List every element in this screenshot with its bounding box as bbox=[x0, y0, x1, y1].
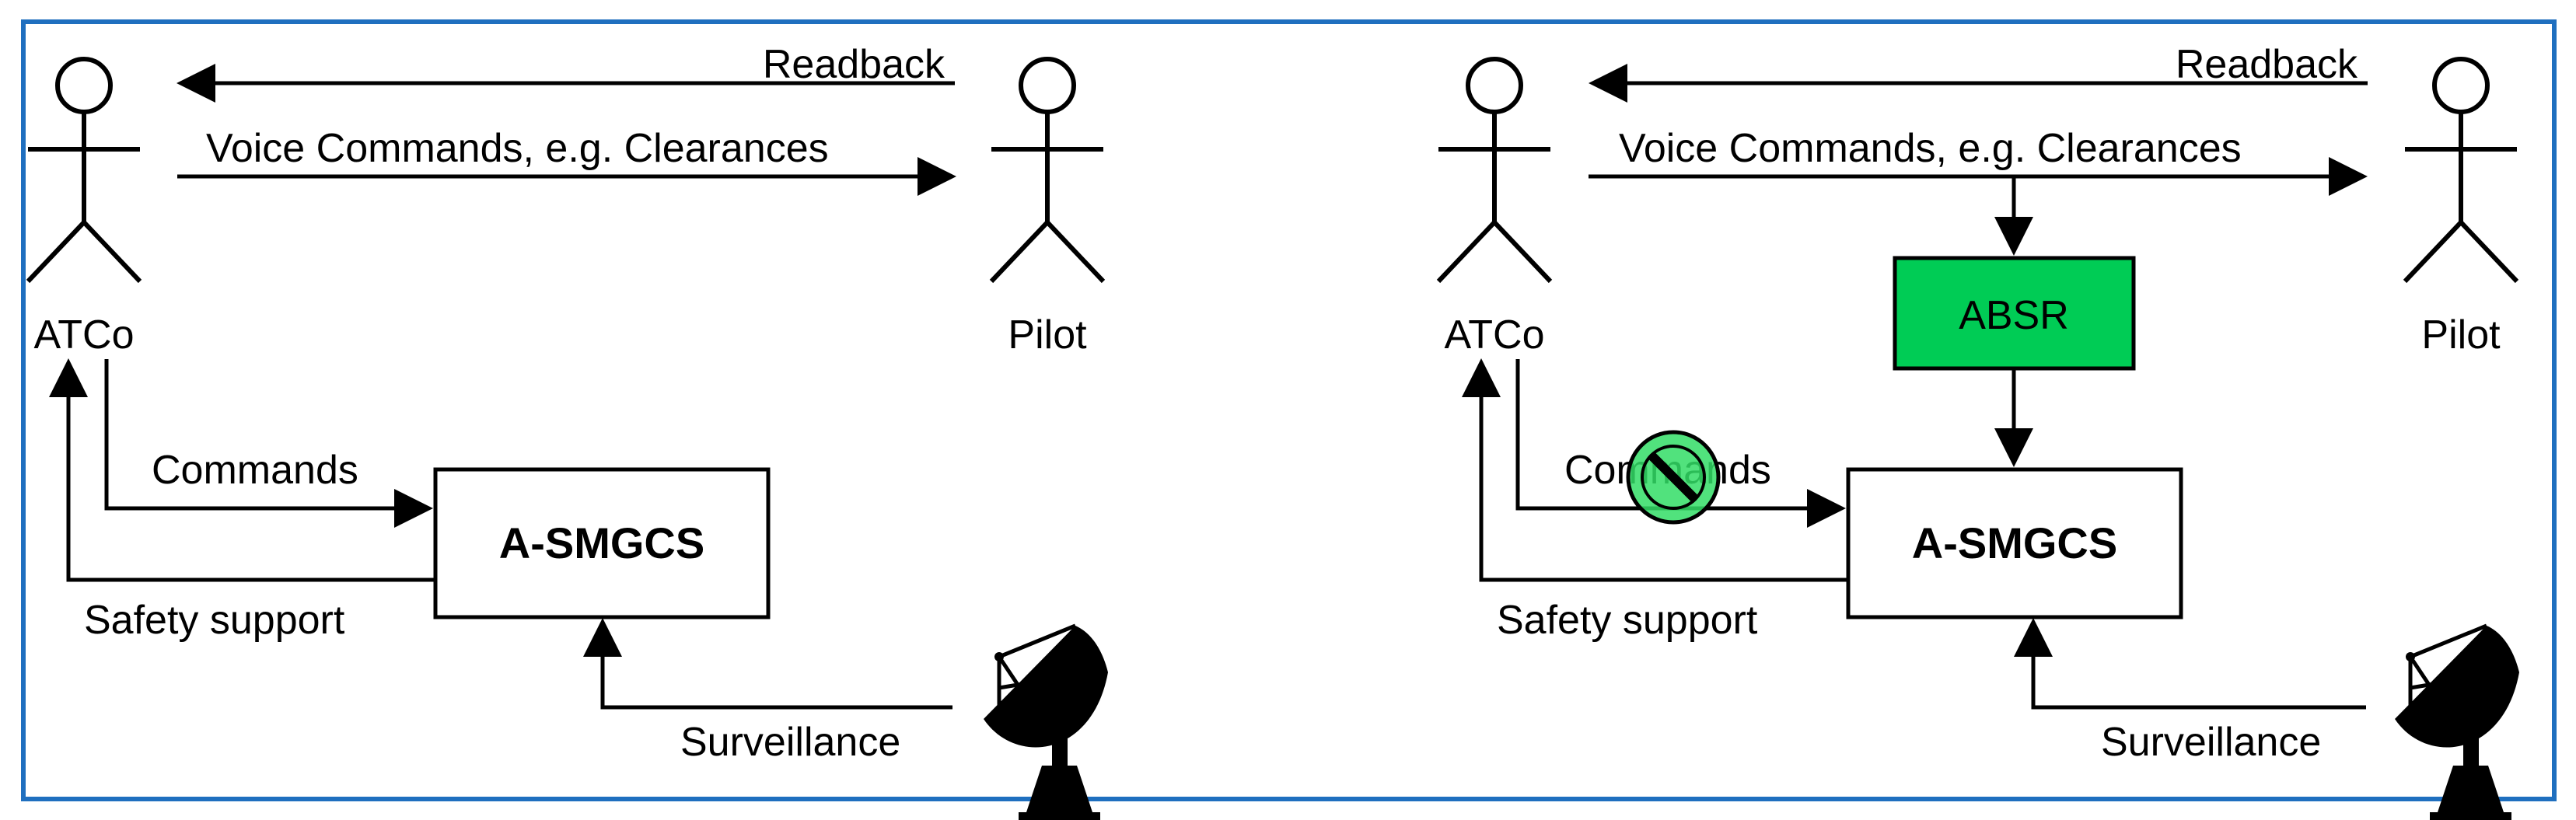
asmgcs-label: A-SMGCS bbox=[499, 518, 704, 567]
atco-stick-figure-icon bbox=[1438, 59, 1550, 281]
pilot-label: Pilot bbox=[1008, 312, 1087, 358]
asmgcs-box bbox=[433, 467, 771, 619]
atco-stick-figure-icon bbox=[28, 59, 140, 281]
commands-arrow bbox=[104, 359, 433, 528]
readback-label: Readback bbox=[763, 42, 945, 87]
pilot-label: Pilot bbox=[2421, 312, 2501, 358]
asmgcs-box bbox=[1846, 467, 2183, 619]
surveillance-arrow bbox=[2014, 618, 2366, 710]
pilot-stick-figure-icon bbox=[2405, 59, 2517, 281]
absr-label: ABSR bbox=[1959, 293, 2069, 338]
surveillance-label: Surveillance bbox=[2101, 720, 2321, 765]
diagram-frame bbox=[21, 19, 2557, 801]
pilot-stick-figure-icon bbox=[991, 59, 1103, 281]
surveillance-label: Surveillance bbox=[680, 720, 900, 765]
radar-dish-icon bbox=[2395, 626, 2519, 820]
atco-label: ATCo bbox=[1444, 312, 1544, 358]
commands-label: Commands bbox=[152, 448, 358, 493]
readback-label: Readback bbox=[2176, 42, 2358, 87]
absr-box bbox=[1893, 256, 2136, 371]
radar-dish-icon bbox=[984, 626, 1108, 820]
asmgcs-label: A-SMGCS bbox=[1912, 518, 2117, 567]
voice-commands-label: Voice Commands, e.g. Clearances bbox=[206, 126, 829, 171]
safety-support-arrow bbox=[49, 358, 435, 582]
safety-support-label: Safety support bbox=[84, 598, 345, 643]
atco-label: ATCo bbox=[33, 312, 134, 358]
right-panel: ATCo Pilot Readback Voice Commands, e.g.… bbox=[1438, 42, 2519, 820]
safety-support-label: Safety support bbox=[1497, 598, 1758, 643]
safety-support-arrow bbox=[1462, 358, 1848, 582]
commands-arrow bbox=[1515, 359, 1846, 528]
no-symbol-icon bbox=[1626, 430, 1721, 525]
surveillance-arrow bbox=[583, 618, 952, 710]
voice-commands-label: Voice Commands, e.g. Clearances bbox=[1619, 126, 2242, 171]
left-panel: ATCo Pilot Readback Voice Commands, e.g.… bbox=[28, 42, 1108, 820]
